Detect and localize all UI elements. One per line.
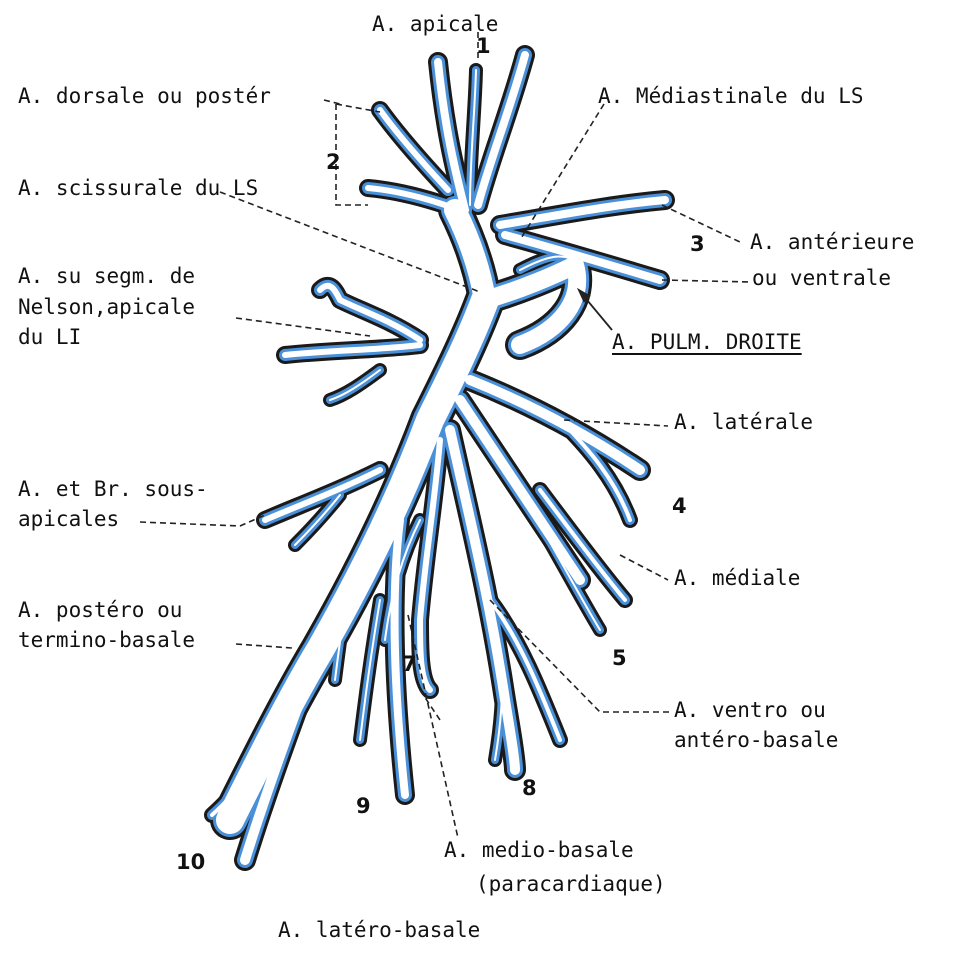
label-mediastinale: A. Médiastinale du LS (598, 84, 864, 108)
vessel-lumen-apical-right (478, 55, 525, 205)
segment-number-3: 3 (690, 232, 705, 256)
segment-number-5: 5 (612, 646, 627, 670)
segment-number-7: 7 (402, 652, 417, 676)
leader-line-nelson (236, 318, 370, 336)
segment-number-8: 8 (522, 776, 537, 800)
leader-line-postero (236, 644, 292, 648)
segment-number-4: 4 (672, 494, 687, 518)
segment-number-1: 1 (476, 34, 491, 58)
label-ventro-line2: antéro-basale (674, 728, 838, 752)
leader-line-sous-apicales (140, 515, 265, 526)
label-medio-basale-line2: (paracardiaque) (476, 872, 666, 896)
label-apicale: A. apicale (372, 12, 498, 36)
label-dorsale: A. dorsale ou postér (18, 84, 271, 108)
leader-line-dorsale-h (324, 100, 340, 104)
label-scissurale: A. scissurale du LS (18, 176, 258, 200)
label-sous-apicales-line1: A. et Br. sous- (18, 477, 208, 501)
diagram-title: A. PULM. DROITE (612, 330, 802, 354)
label-anterieure: A. antérieure (750, 230, 914, 254)
label-postero-line1: A. postéro ou (18, 598, 182, 622)
segment-number-10: 10 (176, 850, 205, 874)
segment-number-2: 2 (326, 150, 341, 174)
leader-line-ventrale (662, 280, 750, 282)
vessel-tree (212, 55, 665, 860)
segment-number-9: 9 (356, 794, 371, 818)
label-nelson-line3: du LI (18, 325, 81, 349)
label-latero-basale: A. latéro-basale (278, 918, 480, 942)
label-ventro-line1: A. ventro ou (674, 698, 826, 722)
leader-line-mediale (620, 555, 668, 580)
leader-line-medio-basale (408, 615, 458, 838)
label-mediale: A. médiale (674, 566, 800, 590)
label-nelson-line2: Nelson,apicale (18, 295, 195, 319)
label-laterale: A. latérale (674, 410, 813, 434)
label-ventrale: ou ventrale (752, 266, 891, 290)
label-postero-line2: termino-basale (18, 628, 195, 652)
label-sous-apicales-line2: apicales (18, 507, 119, 531)
vessel-lumen-nelson-up (320, 286, 420, 340)
label-nelson-line1: A. su segm. de (18, 264, 195, 288)
label-medio-basale-line1: A. medio-basale (444, 838, 634, 862)
